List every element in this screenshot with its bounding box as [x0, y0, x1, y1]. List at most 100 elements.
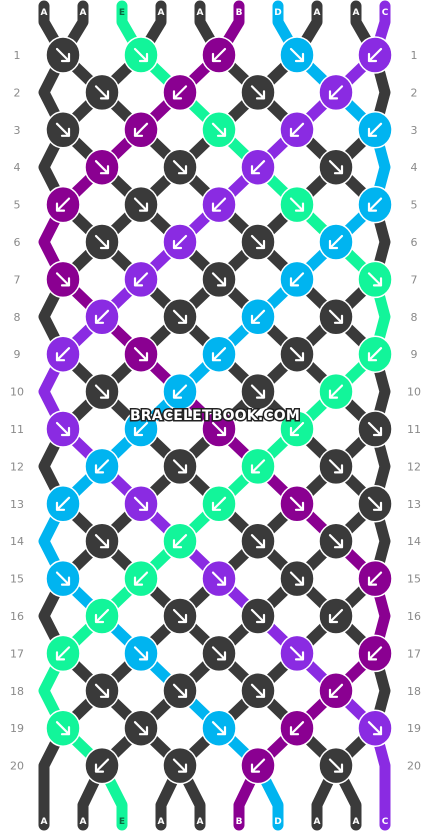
knot[interactable]: [279, 185, 315, 224]
knot[interactable]: [45, 260, 81, 299]
knot[interactable]: [123, 485, 159, 523]
knot[interactable]: [201, 709, 237, 747]
knot[interactable]: [162, 672, 198, 710]
knot[interactable]: [201, 335, 237, 373]
knot[interactable]: [201, 185, 237, 224]
knot[interactable]: [357, 485, 393, 523]
knot[interactable]: [240, 672, 276, 710]
knot[interactable]: [123, 634, 159, 673]
arrow-down-right-icon: [172, 758, 188, 773]
knot[interactable]: [123, 36, 159, 74]
knot[interactable]: [123, 260, 159, 299]
knot[interactable]: [279, 260, 315, 299]
knot[interactable]: [45, 634, 81, 673]
arrow-down-left-icon: [133, 272, 149, 287]
knot[interactable]: [45, 485, 81, 523]
knot[interactable]: [201, 410, 237, 448]
row-label-left: 3: [14, 124, 21, 137]
knot[interactable]: [357, 634, 393, 673]
knot[interactable]: [84, 372, 120, 411]
knot[interactable]: [318, 298, 354, 336]
knot[interactable]: [240, 746, 276, 785]
knot[interactable]: [201, 559, 237, 598]
knot[interactable]: [162, 746, 198, 785]
strand-label-bottom: A: [41, 817, 48, 827]
knot[interactable]: [123, 111, 159, 149]
knot[interactable]: [45, 559, 81, 598]
knot[interactable]: [318, 73, 354, 112]
knot[interactable]: [162, 447, 198, 486]
knot[interactable]: [318, 447, 354, 486]
knot[interactable]: [357, 709, 393, 747]
knot[interactable]: [357, 185, 393, 224]
knot[interactable]: [162, 148, 198, 186]
knot[interactable]: [240, 148, 276, 186]
knot[interactable]: [201, 260, 237, 299]
knot[interactable]: [201, 36, 237, 74]
knot[interactable]: [279, 335, 315, 373]
knot[interactable]: [279, 559, 315, 598]
strand-label-top: D: [274, 8, 281, 18]
knot[interactable]: [240, 223, 276, 261]
knot[interactable]: [357, 559, 393, 598]
knot[interactable]: [240, 447, 276, 486]
knot[interactable]: [162, 223, 198, 261]
knot[interactable]: [240, 522, 276, 560]
knot[interactable]: [84, 447, 120, 486]
knot[interactable]: [162, 73, 198, 112]
knot[interactable]: [84, 148, 120, 186]
knot[interactable]: [123, 559, 159, 598]
knot[interactable]: [240, 298, 276, 336]
knot[interactable]: [279, 36, 315, 74]
knot[interactable]: [357, 111, 393, 149]
knot[interactable]: [240, 372, 276, 411]
knot[interactable]: [357, 36, 393, 74]
row-label-left: 4: [14, 161, 21, 174]
knot[interactable]: [318, 522, 354, 560]
knot[interactable]: [45, 335, 81, 373]
knot[interactable]: [84, 298, 120, 336]
knot[interactable]: [318, 223, 354, 261]
knot[interactable]: [45, 111, 81, 149]
knot[interactable]: [318, 672, 354, 710]
knot[interactable]: [162, 298, 198, 336]
knot[interactable]: [318, 597, 354, 635]
knot[interactable]: [123, 410, 159, 448]
knot[interactable]: [318, 372, 354, 411]
knot[interactable]: [357, 335, 393, 373]
knot[interactable]: [84, 597, 120, 635]
knot[interactable]: [84, 223, 120, 261]
knot[interactable]: [45, 709, 81, 747]
arrow-down-right-icon: [289, 571, 305, 586]
knot[interactable]: [201, 634, 237, 673]
knot[interactable]: [357, 260, 393, 299]
knot[interactable]: [279, 410, 315, 448]
knot[interactable]: [279, 485, 315, 523]
knot[interactable]: [240, 597, 276, 635]
row-label-right: 9: [411, 348, 418, 361]
knot[interactable]: [123, 185, 159, 224]
knot[interactable]: [84, 73, 120, 112]
knot[interactable]: [279, 111, 315, 149]
knot[interactable]: [123, 709, 159, 747]
knot[interactable]: [240, 73, 276, 112]
knot[interactable]: [201, 485, 237, 523]
knot[interactable]: [318, 746, 354, 785]
knot[interactable]: [279, 709, 315, 747]
knot[interactable]: [84, 522, 120, 560]
knot[interactable]: [162, 372, 198, 411]
knot[interactable]: [84, 746, 120, 785]
knot[interactable]: [84, 672, 120, 710]
arrow-down-right-icon: [289, 197, 305, 212]
knot[interactable]: [357, 410, 393, 448]
knot[interactable]: [45, 410, 81, 448]
knot[interactable]: [318, 148, 354, 186]
knot[interactable]: [45, 185, 81, 224]
knot[interactable]: [279, 634, 315, 673]
knot[interactable]: [201, 111, 237, 149]
knot[interactable]: [45, 36, 81, 74]
knot[interactable]: [162, 597, 198, 635]
knot[interactable]: [123, 335, 159, 373]
knot[interactable]: [162, 522, 198, 560]
